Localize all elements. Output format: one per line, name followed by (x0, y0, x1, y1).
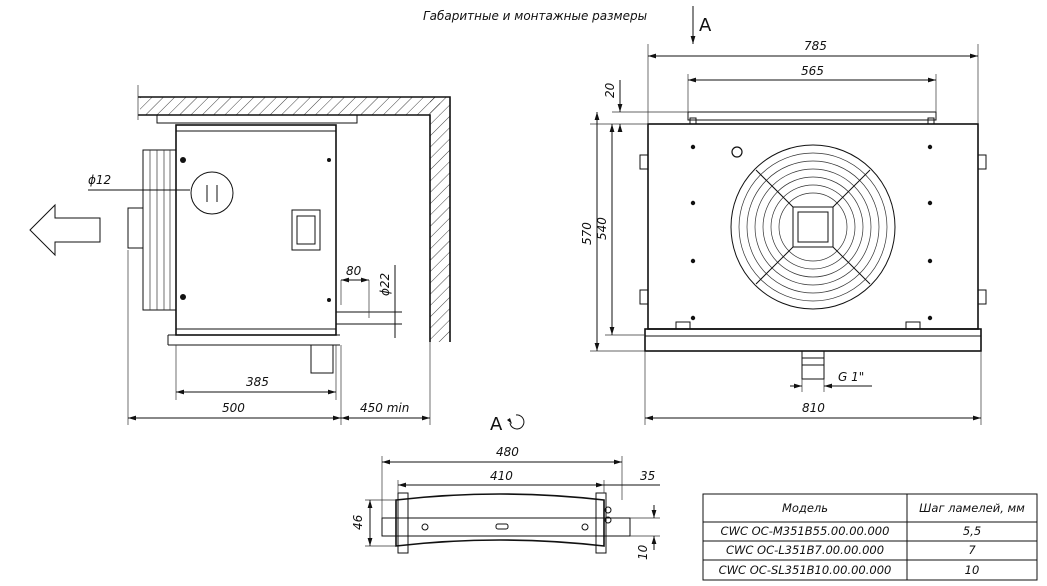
fan-guard-side (142, 149, 177, 311)
detail-circle (190, 171, 234, 215)
view-a-rotated-label: A (490, 414, 503, 435)
dim-d80: 80 (346, 264, 362, 278)
dim-d565: 565 (801, 64, 824, 78)
table-cell-pitch-2: 7 (968, 543, 976, 557)
bottom-view: A 480 410 35 46 10 (351, 414, 660, 560)
table-cell-pitch-1: 5,5 (963, 524, 981, 538)
dim-d12: ϕ12 (88, 173, 111, 187)
table-cell-model-2: CWC OC-L351B7.00.00.000 (726, 543, 884, 557)
dim-d35: 35 (640, 469, 655, 483)
drip-tray (644, 328, 982, 352)
mounting-bar (381, 517, 631, 537)
dim-d20: 20 (603, 82, 617, 98)
dim-d385: 385 (246, 375, 269, 389)
wall-hatch (430, 97, 450, 342)
inspection-window (291, 209, 321, 251)
table-cell-pitch-3: 10 (965, 563, 980, 577)
side-view: ϕ12 80 ϕ22 385 500 450 min (29, 85, 451, 425)
dim-d500: 500 (222, 401, 245, 415)
dim-d450: 450 min (360, 401, 409, 415)
bottom-body (395, 493, 605, 547)
dim-d570: 570 (580, 222, 594, 245)
dim-d46: 46 (351, 514, 365, 530)
spec-table: Модель Шаг ламелей, мм CWC OC-M351B55.00… (702, 493, 1038, 581)
table-header-fin-pitch: Шаг ламелей, мм (919, 501, 1025, 515)
fan-grille (730, 144, 896, 310)
dim-d785: 785 (804, 39, 827, 53)
top-rail (687, 111, 937, 121)
table-cell-model-1: CWC OC-M351B55.00.00.000 (721, 524, 890, 538)
wall-outline-inner (138, 114, 431, 342)
drain-fitting (310, 344, 334, 374)
view-a-arrow: A (690, 6, 712, 44)
dim-d22: ϕ22 (378, 273, 392, 296)
table-header-model: Модель (782, 501, 828, 515)
mounting-plate (156, 114, 358, 124)
sensor-port (731, 146, 743, 158)
fan-hub (792, 206, 834, 248)
drawing-title: Габаритные и монтажные размеры (423, 9, 647, 23)
dim-d810: 810 (802, 401, 825, 415)
dim-d540: 540 (595, 217, 609, 240)
fan-motor (127, 207, 144, 249)
dim-d480: 480 (496, 445, 519, 459)
dim-d10: 10 (636, 544, 650, 560)
dim-d410: 410 (490, 469, 513, 483)
ceiling-hatch (140, 97, 440, 115)
table-cell-model-3: CWC OC-SL351B10.00.00.000 (719, 563, 892, 577)
view-a-label: A (699, 15, 712, 36)
unit-housing (647, 123, 979, 330)
wall-outline-outer (138, 96, 451, 342)
unit-body (175, 124, 337, 336)
front-view: 785 565 20 570 540 G 1" 810 (580, 39, 987, 425)
rotation-symbol (509, 414, 525, 430)
dim-g1: G 1" (838, 370, 864, 384)
airflow-arrow (29, 203, 101, 257)
